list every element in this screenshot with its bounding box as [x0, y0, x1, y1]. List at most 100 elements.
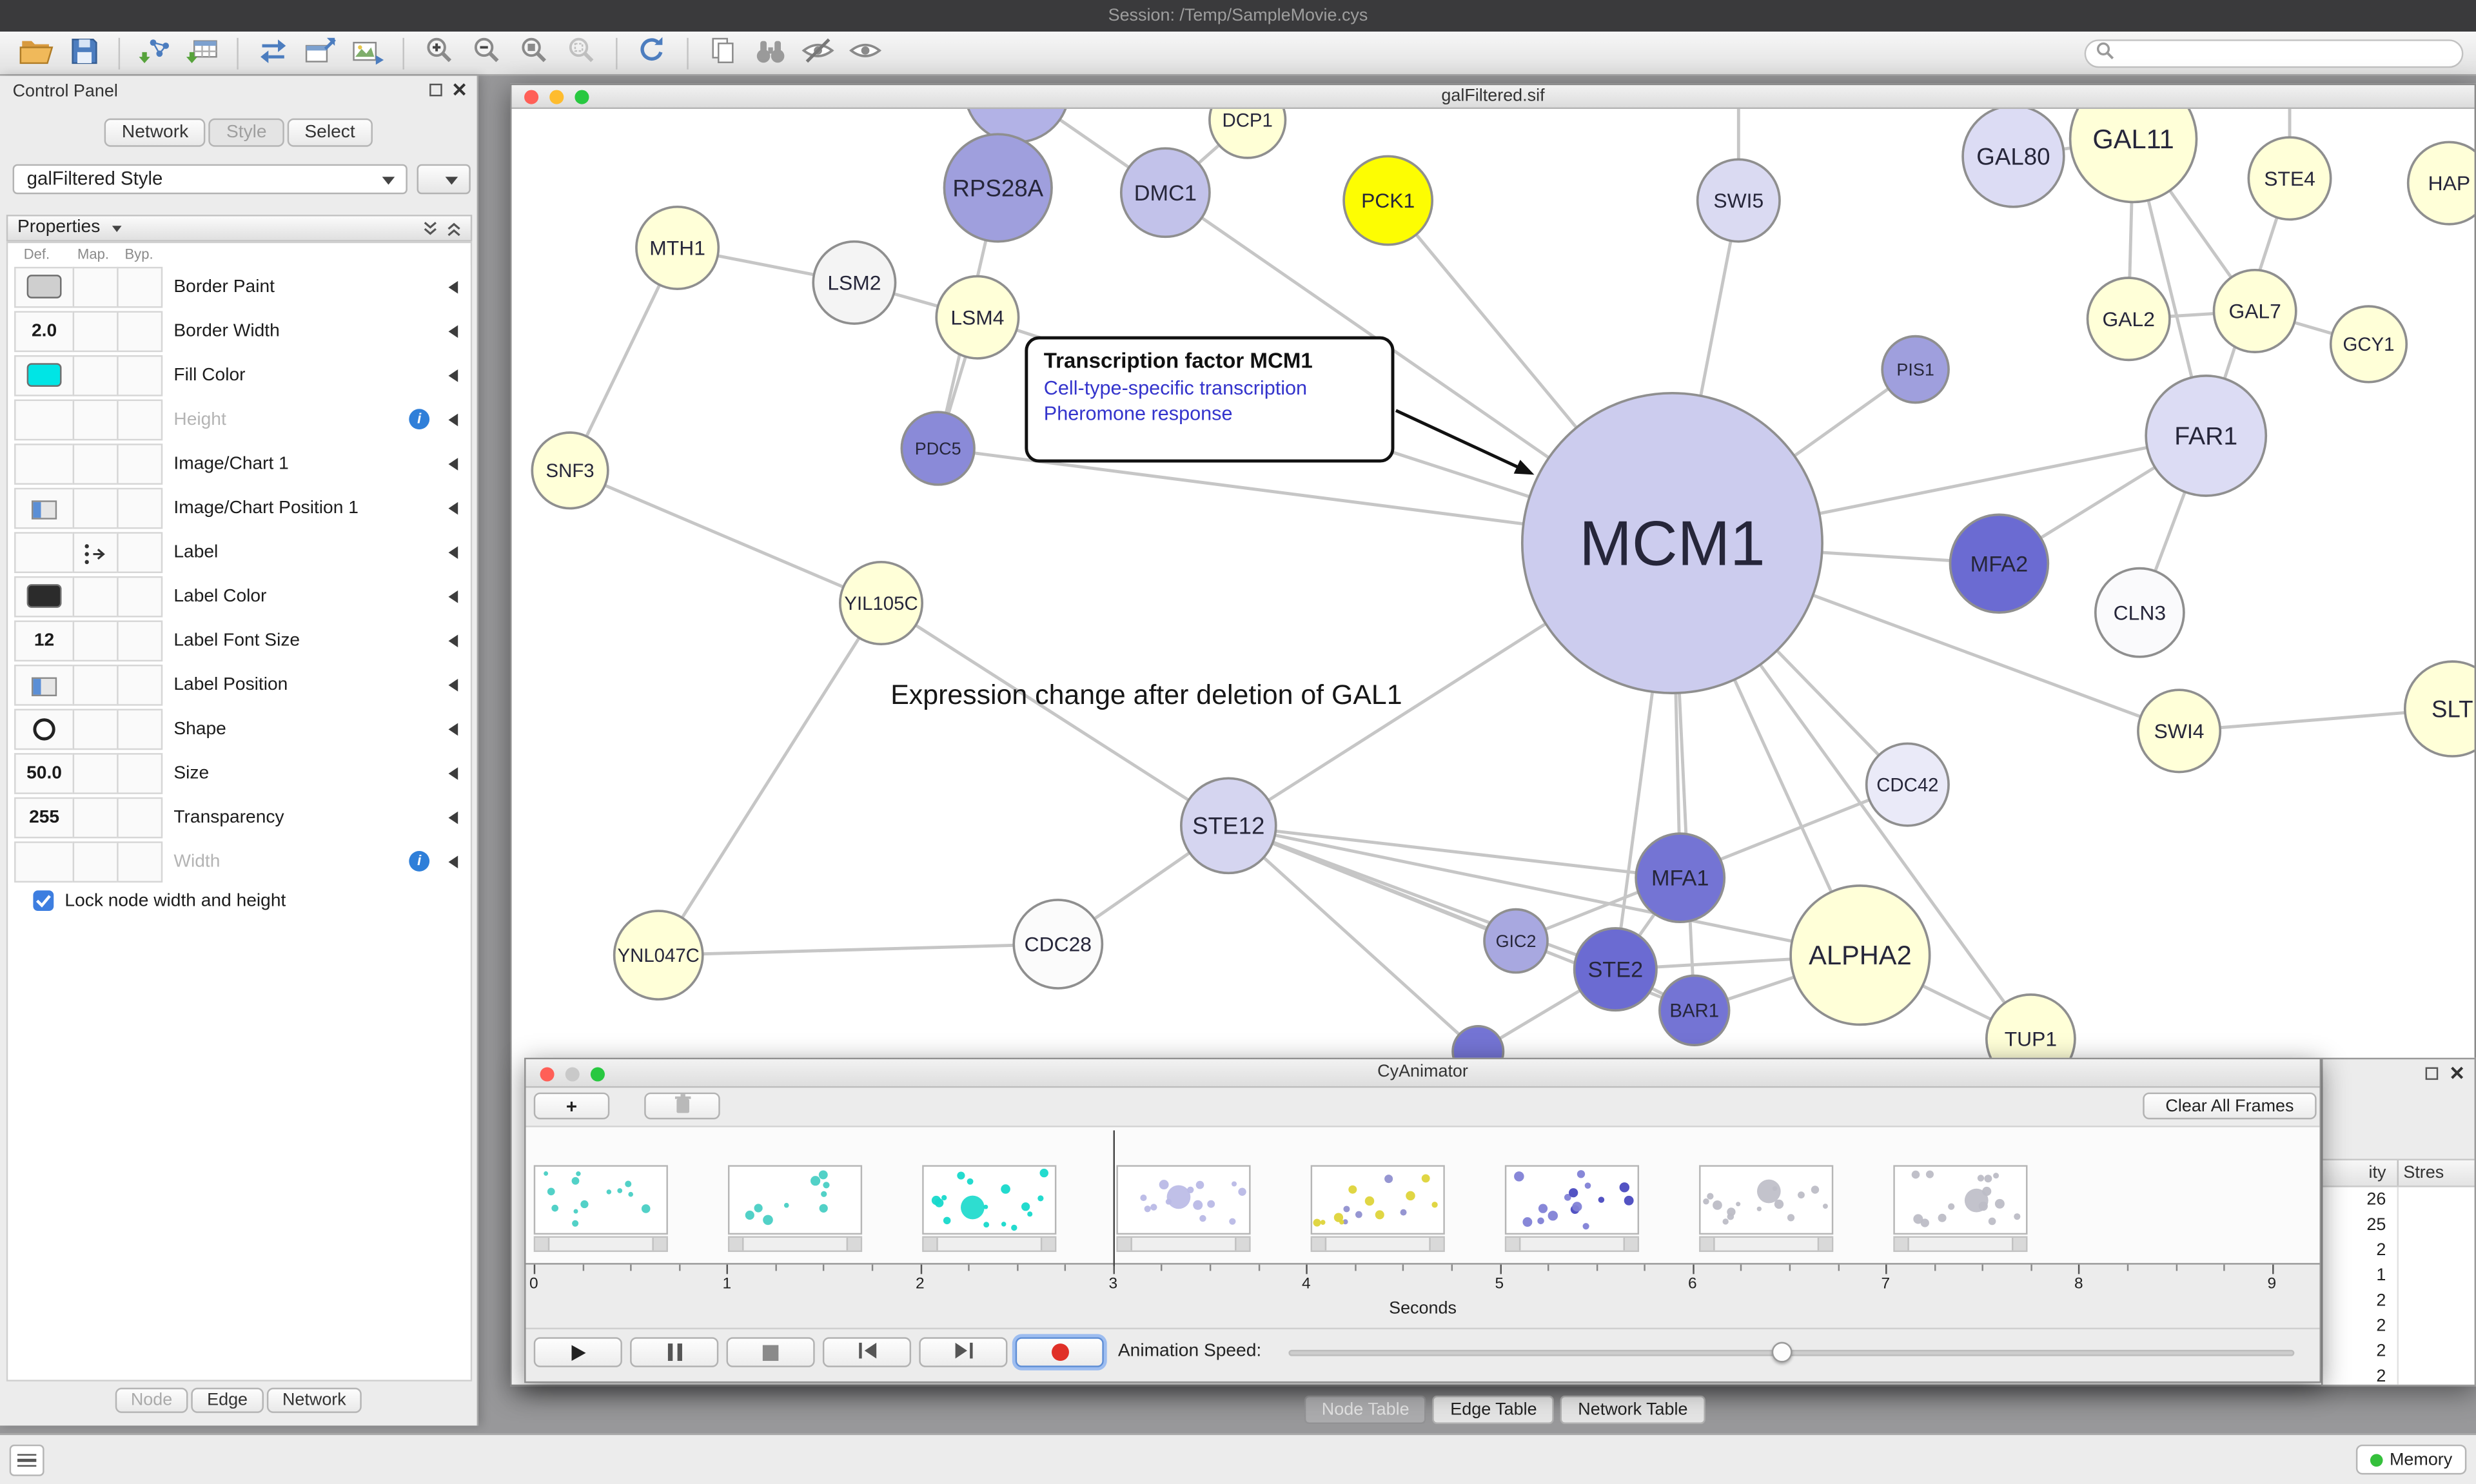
style-select[interactable]: galFiltered Style — [12, 164, 408, 195]
expand-property-icon[interactable] — [448, 546, 458, 559]
bypass-cell[interactable] — [117, 665, 163, 706]
node-PIS1[interactable]: PIS1 — [1881, 335, 1950, 404]
frame-thumbnail-7[interactable] — [1699, 1165, 1834, 1253]
property-row-image-chart-1[interactable]: Image/Chart 1 — [8, 442, 471, 487]
refresh-layout-button[interactable] — [629, 34, 676, 72]
open-session-button[interactable] — [13, 34, 60, 72]
bypass-cell[interactable] — [117, 355, 163, 396]
expand-property-icon[interactable] — [448, 458, 458, 471]
node-GAL11[interactable]: GAL11 — [2068, 108, 2198, 204]
table-row[interactable]: 2 — [2323, 1238, 2474, 1263]
bypass-cell[interactable] — [117, 708, 163, 750]
mapping-cell[interactable] — [72, 444, 119, 485]
node-ALPHA2[interactable]: ALPHA2 — [1789, 884, 1931, 1026]
node-GCY1[interactable]: GCY1 — [2329, 305, 2408, 384]
tab-style[interactable]: Style — [209, 118, 284, 147]
default-value-cell[interactable] — [14, 576, 75, 618]
annotation-box[interactable]: Transcription factor MCM1 Cell-type-spec… — [1025, 336, 1395, 463]
bypass-cell[interactable] — [117, 487, 163, 529]
frame-thumbnail-4[interactable] — [1116, 1165, 1251, 1253]
mapping-cell[interactable] — [72, 266, 119, 308]
expand-property-icon[interactable] — [448, 502, 458, 515]
frame-thumbnail-6[interactable] — [1504, 1165, 1640, 1253]
zoom-fit-button[interactable] — [510, 34, 557, 72]
edge-STE12-GIC2[interactable] — [1228, 824, 1517, 942]
bypass-cell[interactable] — [117, 841, 163, 883]
default-value-cell[interactable] — [14, 444, 75, 485]
tab-edge-style[interactable]: Edge — [191, 1387, 264, 1413]
bypass-cell[interactable] — [117, 399, 163, 441]
property-row-label[interactable]: Label — [8, 530, 471, 575]
bypass-cell[interactable] — [117, 576, 163, 618]
export-image-button[interactable] — [344, 34, 391, 72]
thumbnail-scrollbar[interactable] — [1699, 1236, 1834, 1253]
expand-property-icon[interactable] — [448, 855, 458, 868]
default-value-cell[interactable]: 255 — [14, 797, 75, 839]
default-value-cell[interactable] — [14, 665, 75, 706]
thumbnail-scrollbar[interactable] — [727, 1236, 863, 1253]
float-panel-icon[interactable] — [429, 83, 442, 97]
zoom-selected-button[interactable] — [557, 34, 604, 72]
bypass-cell[interactable] — [117, 532, 163, 573]
annotation-link[interactable]: Pheromone response — [1043, 402, 1233, 425]
mapping-cell[interactable] — [72, 620, 119, 662]
export-table-button[interactable] — [297, 34, 344, 72]
tab-network-style[interactable]: Network — [266, 1387, 362, 1413]
search-input[interactable] — [2114, 43, 2453, 65]
mapping-cell[interactable] — [72, 576, 119, 618]
bypass-cell[interactable] — [117, 753, 163, 794]
copy-button[interactable] — [700, 34, 747, 72]
expand-property-icon[interactable] — [448, 634, 458, 648]
node-MFA2[interactable]: MFA2 — [1949, 513, 2050, 614]
default-value-cell[interactable] — [14, 266, 75, 308]
table-row[interactable]: 2 — [2323, 1288, 2474, 1313]
frame-thumbnail-2[interactable] — [727, 1165, 863, 1253]
node-GIC2[interactable]: GIC2 — [1483, 908, 1549, 974]
default-value-cell[interactable] — [14, 355, 75, 396]
stop-button[interactable] — [726, 1337, 815, 1367]
table-row[interactable]: 2 — [2323, 1314, 2474, 1339]
property-row-label-position[interactable]: Label Position — [8, 663, 471, 708]
table-row[interactable]: 2 — [2323, 1364, 2474, 1389]
node-YNL047C[interactable]: YNL047C — [613, 910, 704, 1001]
pause-button[interactable] — [630, 1337, 719, 1367]
node-RPS28A[interactable]: RPS28A — [943, 133, 1053, 243]
delete-frame-button[interactable] — [644, 1092, 720, 1120]
node-LSM2[interactable]: LSM2 — [812, 240, 897, 325]
node-STE4[interactable]: STE4 — [2247, 136, 2332, 221]
expand-property-icon[interactable] — [448, 325, 458, 338]
node-CDC28[interactable]: CDC28 — [1012, 899, 1104, 990]
thumbnail-scrollbar[interactable] — [533, 1236, 668, 1253]
info-icon[interactable]: i — [409, 851, 430, 872]
zoom-window-button[interactable] — [575, 90, 589, 104]
tab-network[interactable]: Network — [104, 118, 206, 147]
node-SNF3[interactable]: SNF3 — [531, 431, 609, 510]
node-YIL105C[interactable]: YIL105C — [839, 561, 924, 646]
play-button[interactable] — [533, 1337, 622, 1367]
node-BAR1[interactable]: BAR1 — [1658, 974, 1731, 1047]
thumbnail-scrollbar[interactable] — [1116, 1236, 1251, 1253]
node-DMC1[interactable]: DMC1 — [1119, 147, 1211, 239]
table-row[interactable]: 25 — [2323, 1213, 2474, 1238]
default-value-cell[interactable] — [14, 841, 75, 883]
column-header[interactable]: Stres — [2403, 1163, 2444, 1183]
node-SWI4[interactable]: SWI4 — [2137, 688, 2222, 774]
frame-thumbnail-8[interactable] — [1893, 1165, 2028, 1253]
mapping-cell[interactable] — [72, 355, 119, 396]
node-GAL80[interactable]: GAL80 — [1961, 108, 2065, 208]
thumbnail-scrollbar[interactable] — [1893, 1236, 2028, 1253]
node-SWI5[interactable]: SWI5 — [1696, 158, 1781, 243]
skip-to-end-button[interactable] — [919, 1337, 1008, 1367]
table-row[interactable]: 2 — [2323, 1339, 2474, 1364]
edge-STE12-p2[interactable] — [1227, 825, 1479, 1053]
node-SLT2[interactable]: SLT — [2403, 660, 2475, 757]
bypass-cell[interactable] — [117, 620, 163, 662]
table-row[interactable]: 26 — [2323, 1187, 2474, 1213]
